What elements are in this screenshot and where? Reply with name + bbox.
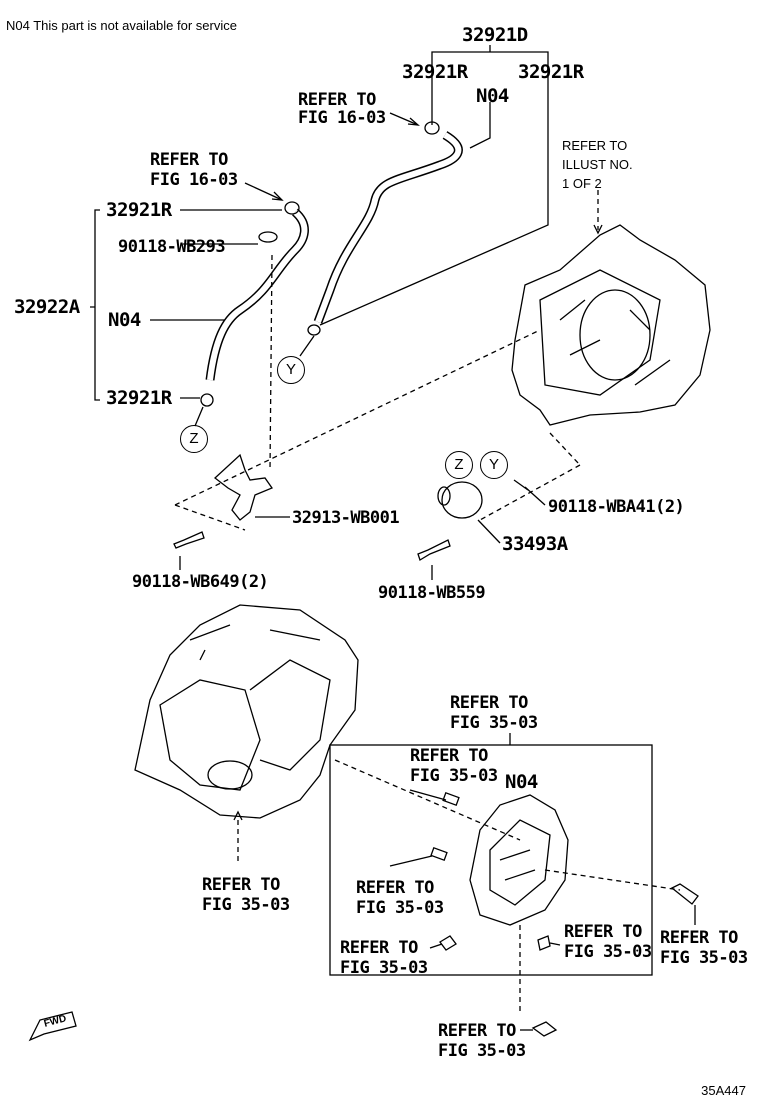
callout-y-lower: Y xyxy=(480,451,508,479)
dowel-pin-upper xyxy=(442,792,460,806)
clamp-left-bottom xyxy=(200,393,214,407)
label-32922A: 32922A xyxy=(14,296,80,318)
clamp-upper-bottom xyxy=(307,324,321,336)
sensor-33493A xyxy=(441,481,483,519)
dowel-pin-lower xyxy=(430,847,448,861)
callout-y-upper: Y xyxy=(277,356,305,384)
label-90118-WBA41: 90118-WBA41(2) xyxy=(548,497,685,517)
bolt-cover-side xyxy=(670,883,699,905)
label-33493A: 33493A xyxy=(502,533,568,555)
label-n04-mid: N04 xyxy=(108,309,141,331)
group-bracket-32922A xyxy=(90,209,100,401)
bolt-90118-WB649 xyxy=(173,531,205,549)
refer-fig-35-03-d-line2: FIG 35-03 xyxy=(356,898,444,918)
label-32921R-a: 32921R xyxy=(402,61,468,83)
clamp-left-top xyxy=(284,201,300,215)
cover-group-box xyxy=(329,744,653,976)
refer-fig-35-03-c-line1: REFER TO xyxy=(202,875,280,895)
transmission-case-upper xyxy=(511,224,711,426)
refer-fig-35-03-e-line2: FIG 35-03 xyxy=(564,942,652,962)
refer-fig-16-03-b-line1: REFER TO xyxy=(150,150,228,170)
bolt-90118-WB559 xyxy=(417,539,451,561)
refer-fig-35-03-d-line1: REFER TO xyxy=(356,878,434,898)
refer-fig-35-03-h-line1: REFER TO xyxy=(438,1021,516,1041)
refer-illust-line3: 1 OF 2 xyxy=(562,176,602,191)
refer-illust-line1: REFER TO xyxy=(562,138,628,153)
service-note: N04 This part is not available for servi… xyxy=(6,18,237,33)
group-bracket-32921D xyxy=(431,45,549,60)
plug-cover xyxy=(537,935,551,951)
label-90118-WB293: 90118-WB293 xyxy=(118,237,226,257)
leader-n04-top xyxy=(469,102,491,149)
fwd-arrow xyxy=(28,1011,77,1042)
refer-fig-35-03-e-line1: REFER TO xyxy=(564,922,642,942)
refer-fig-35-03-g-line2: FIG 35-03 xyxy=(340,958,428,978)
drawing-code: 35A447 xyxy=(701,1083,746,1098)
refer-illust-line2: ILLUST NO. xyxy=(562,157,633,172)
refer-fig-16-03-a-line2: FIG 16-03 xyxy=(298,108,386,128)
refer-fig-35-03-h-line2: FIG 35-03 xyxy=(438,1041,526,1061)
refer-fig-35-03-f-line1: REFER TO xyxy=(660,928,738,948)
label-32913-WB001: 32913-WB001 xyxy=(292,508,400,528)
label-32921R-b: 32921R xyxy=(518,61,584,83)
refer-fig-35-03-b-line1: REFER TO xyxy=(410,746,488,766)
label-32921R-d: 32921R xyxy=(106,387,172,409)
leader-32921R-right xyxy=(319,60,549,326)
refer-fig-16-03-b-line2: FIG 16-03 xyxy=(150,170,238,190)
refer-fig-35-03-a-line1: REFER TO xyxy=(450,693,528,713)
label-n04-low: N04 xyxy=(505,771,538,793)
refer-fig-35-03-f-line2: FIG 35-03 xyxy=(660,948,748,968)
refer-fig-35-03-g-line1: REFER TO xyxy=(340,938,418,958)
callout-z-lower: Z xyxy=(445,451,473,479)
clip-90118-WB293 xyxy=(258,231,278,243)
label-90118-WB559: 90118-WB559 xyxy=(378,583,486,603)
bracket-32913-WB001 xyxy=(213,453,273,521)
clamp-upper-top xyxy=(424,121,440,135)
bolt-cover-bottom xyxy=(531,1021,558,1037)
label-n04-top: N04 xyxy=(476,85,509,107)
callout-z-upper: Z xyxy=(180,425,208,453)
refer-fig-16-03-a-line1: REFER TO xyxy=(298,90,376,110)
refer-fig-35-03-c-line2: FIG 35-03 xyxy=(202,895,290,915)
label-32921D: 32921D xyxy=(462,24,528,46)
side-cover xyxy=(469,794,569,926)
bolt-cover-lower xyxy=(439,935,457,951)
refer-fig-35-03-b-line2: FIG 35-03 xyxy=(410,766,498,786)
label-90118-WB649: 90118-WB649(2) xyxy=(132,572,269,592)
label-32921R-c: 32921R xyxy=(106,199,172,221)
refer-fig-35-03-a-line2: FIG 35-03 xyxy=(450,713,538,733)
